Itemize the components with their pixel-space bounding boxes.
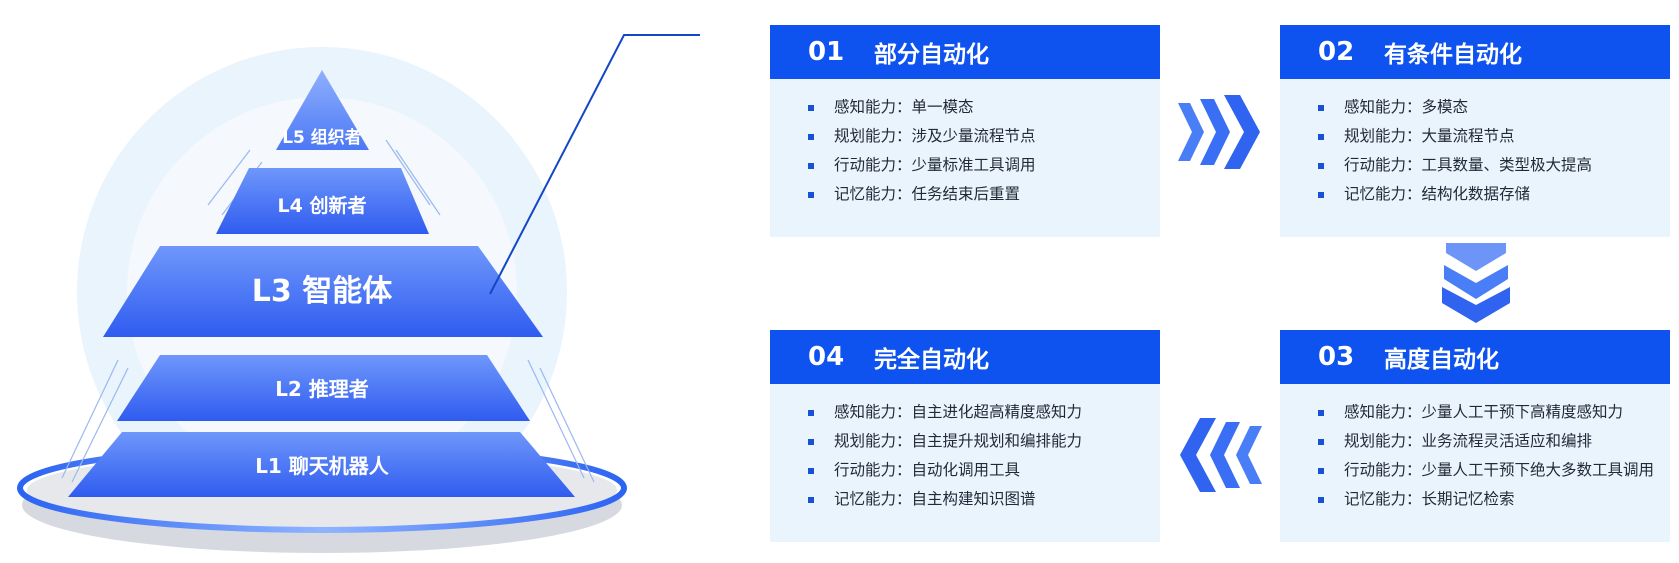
stage-number: 04 — [808, 342, 845, 372]
capability-text: 规划能力：涉及少量流程节点 — [834, 127, 1036, 145]
bullet-icon — [808, 162, 814, 169]
bullet-icon — [808, 191, 814, 198]
bullet-icon — [1318, 409, 1324, 416]
capability-item: 规划能力：自主提升规划和编排能力 — [808, 427, 1160, 456]
bullet-icon — [1318, 133, 1324, 140]
capability-item: 感知能力：自主进化超高精度感知力 — [808, 398, 1160, 427]
tier-l5 — [276, 70, 369, 150]
stage-card-04: 04 完全自动化 感知能力：自主进化超高精度感知力 规划能力：自主提升规划和编排… — [770, 330, 1160, 542]
capability-text: 规划能力：业务流程灵活适应和编排 — [1344, 432, 1593, 450]
bullet-icon — [1318, 162, 1324, 169]
stage-title: 有条件自动化 — [1384, 42, 1522, 68]
capability-item: 记忆能力：结构化数据存储 — [1318, 180, 1670, 209]
capability-text: 行动能力：少量人工干预下绝大多数工具调用 — [1344, 461, 1655, 479]
stage-number: 01 — [808, 37, 845, 67]
level-label-l1: L1 聊天机器人 — [255, 454, 390, 478]
capability-list: 感知能力：自主进化超高精度感知力 规划能力：自主提升规划和编排能力 行动能力：自… — [770, 384, 1160, 514]
capability-item: 感知能力：单一模态 — [808, 93, 1160, 122]
capability-text: 行动能力：少量标准工具调用 — [834, 156, 1036, 174]
bullet-icon — [1318, 467, 1324, 474]
tier-l4 — [216, 168, 429, 234]
level-label-l2: L2 推理者 — [275, 377, 369, 401]
capability-item: 感知能力：多模态 — [1318, 93, 1670, 122]
capability-item: 记忆能力：自主构建知识图谱 — [808, 485, 1160, 514]
bullet-icon — [1318, 104, 1324, 111]
capability-text: 行动能力：工具数量、类型极大提高 — [1344, 156, 1593, 174]
tier-l3 — [103, 246, 543, 337]
bullet-icon — [808, 104, 814, 111]
bullet-icon — [808, 496, 814, 503]
bullet-icon — [808, 133, 814, 140]
capability-text: 记忆能力：结构化数据存储 — [1344, 185, 1531, 203]
stage-card-header: 04 完全自动化 — [770, 330, 1160, 384]
level-label-l4: L4 创新者 — [278, 194, 367, 217]
capability-item: 记忆能力：任务结束后重置 — [808, 180, 1160, 209]
capability-item: 行动能力：工具数量、类型极大提高 — [1318, 151, 1670, 180]
bullet-icon — [808, 467, 814, 474]
capability-text: 规划能力：自主提升规划和编排能力 — [834, 432, 1083, 450]
bullet-icon — [1318, 496, 1324, 503]
bullet-icon — [808, 409, 814, 416]
level-label-l3: L3 智能体 — [252, 274, 393, 309]
chevron-left-icon — [1180, 418, 1262, 492]
capability-item: 行动能力：自动化调用工具 — [808, 456, 1160, 485]
capability-item: 规划能力：大量流程节点 — [1318, 122, 1670, 151]
capability-text: 感知能力：多模态 — [1344, 98, 1469, 116]
capability-list: 感知能力：少量人工干预下高精度感知力 规划能力：业务流程灵活适应和编排 行动能力… — [1280, 384, 1670, 514]
stage-card-03: 03 高度自动化 感知能力：少量人工干预下高精度感知力 规划能力：业务流程灵活适… — [1280, 330, 1670, 542]
pyramid-diagram: L5 组织者 L4 创新者 L3 智能体 L2 推理者 L1 聊天机器人 — [17, 34, 700, 553]
capability-item: 规划能力：业务流程灵活适应和编排 — [1318, 427, 1670, 456]
stage-number: 03 — [1318, 342, 1355, 372]
capability-list: 感知能力：单一模态 规划能力：涉及少量流程节点 行动能力：少量标准工具调用 记忆… — [770, 79, 1160, 209]
stage-title: 高度自动化 — [1384, 347, 1499, 373]
capability-item: 行动能力：少量标准工具调用 — [808, 151, 1160, 180]
capability-text: 感知能力：自主进化超高精度感知力 — [834, 403, 1083, 421]
stage-card-02: 02 有条件自动化 感知能力：多模态 规划能力：大量流程节点 行动能力：工具数量… — [1280, 25, 1670, 237]
capability-text: 记忆能力：长期记忆检索 — [1344, 490, 1515, 508]
stage-card-header: 02 有条件自动化 — [1280, 25, 1670, 79]
stage-title: 完全自动化 — [874, 347, 989, 373]
bullet-icon — [808, 438, 814, 445]
capability-item: 感知能力：少量人工干预下高精度感知力 — [1318, 398, 1670, 427]
callout-line — [489, 34, 700, 295]
capability-item: 记忆能力：长期记忆检索 — [1318, 485, 1670, 514]
stage-title: 部分自动化 — [874, 42, 989, 68]
stage-number: 02 — [1318, 37, 1355, 67]
capability-item: 规划能力：涉及少量流程节点 — [808, 122, 1160, 151]
capability-text: 规划能力：大量流程节点 — [1344, 127, 1515, 145]
tier-l2 — [117, 355, 530, 421]
capability-text: 行动能力：自动化调用工具 — [834, 461, 1021, 479]
level-label-l5: L5 组织者 — [282, 127, 362, 148]
capability-text: 记忆能力：任务结束后重置 — [834, 185, 1021, 203]
stage-card-01: 01 部分自动化 感知能力：单一模态 规划能力：涉及少量流程节点 行动能力：少量… — [770, 25, 1160, 237]
chevron-right-icon — [1178, 95, 1260, 169]
capability-text: 感知能力：单一模态 — [834, 98, 974, 116]
stage-card-header: 03 高度自动化 — [1280, 330, 1670, 384]
bullet-icon — [1318, 191, 1324, 198]
chevron-down-icon — [1442, 243, 1510, 323]
stage-card-header: 01 部分自动化 — [770, 25, 1160, 79]
capability-text: 感知能力：少量人工干预下高精度感知力 — [1344, 403, 1624, 421]
bullet-icon — [1318, 438, 1324, 445]
capability-list: 感知能力：多模态 规划能力：大量流程节点 行动能力：工具数量、类型极大提高 记忆… — [1280, 79, 1670, 209]
tier-l1 — [68, 432, 575, 497]
capability-item: 行动能力：少量人工干预下绝大多数工具调用 — [1318, 456, 1670, 485]
capability-text: 记忆能力：自主构建知识图谱 — [834, 490, 1036, 508]
